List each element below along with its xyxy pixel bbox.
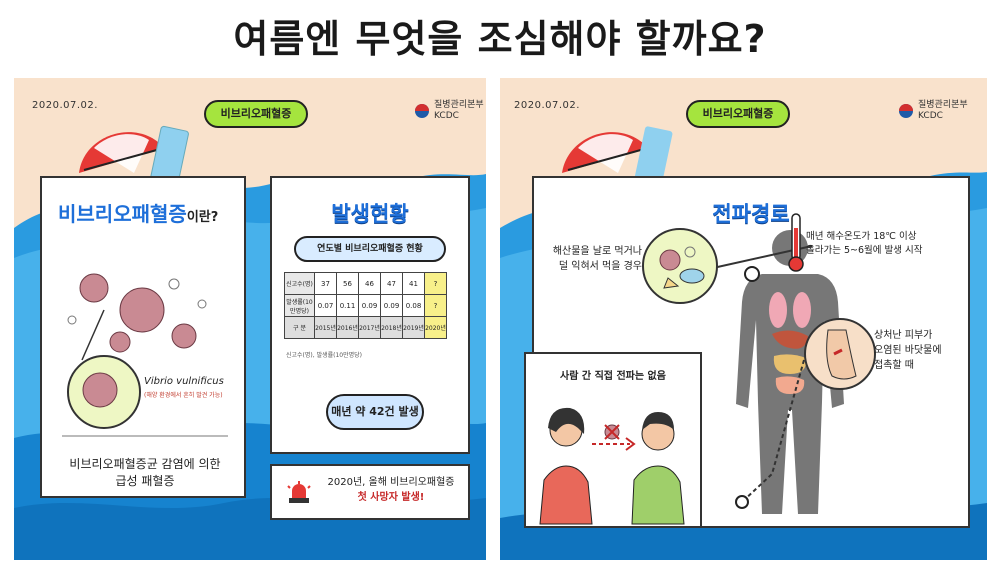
reports-2016: 56 xyxy=(336,272,359,295)
wound-illustration xyxy=(804,318,876,390)
date-label: 2020.07.02. xyxy=(514,100,580,111)
connector-line xyxy=(735,359,805,509)
route-food-line-1: 해산물을 날로 먹거나 xyxy=(552,246,642,257)
no-transmission-card: 사람 간 직접 전파는 없음 xyxy=(524,352,702,528)
seafood-icon xyxy=(659,246,705,289)
agency-name-ko: 질병관리본부 xyxy=(434,100,484,110)
reports-2020: ? xyxy=(424,272,447,295)
parasol-icon xyxy=(79,132,165,173)
topic-tag: 비브리오패혈증 xyxy=(204,100,308,128)
row-label-rate: 발생률(10만명당) xyxy=(284,294,315,317)
wound-line-2: 오염된 바닷물에 xyxy=(874,345,942,356)
people-illustration xyxy=(539,407,685,525)
definition-line-2: 급성 패혈증 xyxy=(115,474,175,488)
divider xyxy=(62,435,228,437)
row-label-reports: 신고수(명) xyxy=(284,272,315,295)
kcdc-logo-icon xyxy=(899,104,913,118)
date-label: 2020.07.02. xyxy=(32,100,98,111)
transmission-card: 전파경로 해산물을 날로 먹거나 덜 익혀서 xyxy=(532,176,970,528)
agency-logo: 질병관리본부 KCDC xyxy=(414,100,484,122)
year-2019: 2019년 xyxy=(402,316,425,339)
right-infographic-panel: 2020.07.02. 비브리오패혈증 질병관리본부 KCDC 전파경로 xyxy=(500,78,987,560)
reports-2019: 41 xyxy=(402,272,425,295)
row-label-year: 구 분 xyxy=(284,316,315,339)
rate-2018: 0.09 xyxy=(380,294,403,317)
annual-summary: 매년 약 42건 발생 xyxy=(326,394,424,430)
kcdc-logo-icon xyxy=(415,104,429,118)
temperature-line-2: 올라가는 5~6월에 발생 시작 xyxy=(806,245,923,256)
topic-tag: 비브리오패혈증 xyxy=(686,100,790,128)
occurrence-table: 신고수(명) 37 56 46 47 41 ? 발생률(10만명당) 0.07 … xyxy=(284,272,447,339)
agency-name-ko: 질병관리본부 xyxy=(918,100,968,110)
definition-line-1: 비브리오패혈증균 감염에 의한 xyxy=(69,457,221,471)
alert-line-1: 2020년, 올해 비브리오패혈증 xyxy=(327,477,455,488)
year-2017: 2017년 xyxy=(358,316,381,339)
agency-name-en: KCDC xyxy=(434,111,459,121)
thermometer-icon xyxy=(788,213,804,272)
wound-line-3: 접촉할 때 xyxy=(874,360,914,371)
route-food-line-2: 덜 익혀서 먹을 경우 xyxy=(558,261,642,272)
year-2015: 2015년 xyxy=(314,316,337,339)
left-infographic-panel: 2020.07.02. 비브리오패혈증 질병관리본부 KCDC 비브리오패혈증이… xyxy=(14,78,486,560)
definition-title: 비브리오패혈증 xyxy=(58,202,187,226)
reports-2015: 37 xyxy=(314,272,337,295)
rate-2019: 0.08 xyxy=(402,294,425,317)
rate-2016: 0.11 xyxy=(336,294,359,317)
occurrence-title: 발생현황 xyxy=(331,202,409,226)
bacteria-note: (해양 환경에서 흔히 발견 가능) xyxy=(144,392,223,399)
year-2018: 2018년 xyxy=(380,316,403,339)
occurrence-subtitle: 연도별 비브리오패혈증 현황 xyxy=(294,236,446,262)
bacteria-name: Vibrio vulnificus xyxy=(144,376,224,387)
seafood-illustration xyxy=(642,228,718,304)
rate-2015: 0.07 xyxy=(314,294,337,317)
alert-card: 2020년, 올해 비브리오패혈증 첫 사망자 발생! xyxy=(270,464,470,520)
year-2020: 2020년 xyxy=(424,316,447,339)
person-woman-icon xyxy=(539,407,593,525)
bacteria-illustration xyxy=(67,273,207,429)
reports-2018: 47 xyxy=(380,272,403,295)
table-note: 신고수(명), 발생률(10만명당) xyxy=(286,352,363,359)
no-transmission-icon xyxy=(592,424,636,451)
person-man-icon xyxy=(631,412,685,525)
transmission-title: 전파경로 xyxy=(712,202,790,226)
occurrence-card: 발생현황 연도별 비브리오패혈증 현황 신고수(명) 37 56 46 47 4… xyxy=(270,176,470,454)
wound-line-1: 상처난 피부가 xyxy=(874,330,933,341)
bacteria-icon xyxy=(82,372,118,408)
main-title: 여름엔 무엇을 조심해야 할까요? xyxy=(233,17,767,61)
parasol-icon xyxy=(562,132,649,173)
foot-wound-icon xyxy=(826,329,857,380)
definition-title-suffix: 이란? xyxy=(186,210,219,225)
reports-2017: 46 xyxy=(358,272,381,295)
rate-2020: ? xyxy=(424,294,447,317)
no-transmission-text: 사람 간 직접 전파는 없음 xyxy=(560,371,666,382)
agency-name-en: KCDC xyxy=(918,111,943,121)
temperature-line-1: 매년 해수온도가 18℃ 이상 xyxy=(806,231,917,242)
siren-icon xyxy=(287,481,311,503)
alert-line-2: 첫 사망자 발생! xyxy=(357,492,425,503)
rate-2017: 0.09 xyxy=(358,294,381,317)
agency-logo: 질병관리본부 KCDC xyxy=(898,100,968,122)
definition-card: 비브리오패혈증이란? Vibrio vulnificus (해양 환경에서 흔히… xyxy=(40,176,246,498)
year-2016: 2016년 xyxy=(336,316,359,339)
